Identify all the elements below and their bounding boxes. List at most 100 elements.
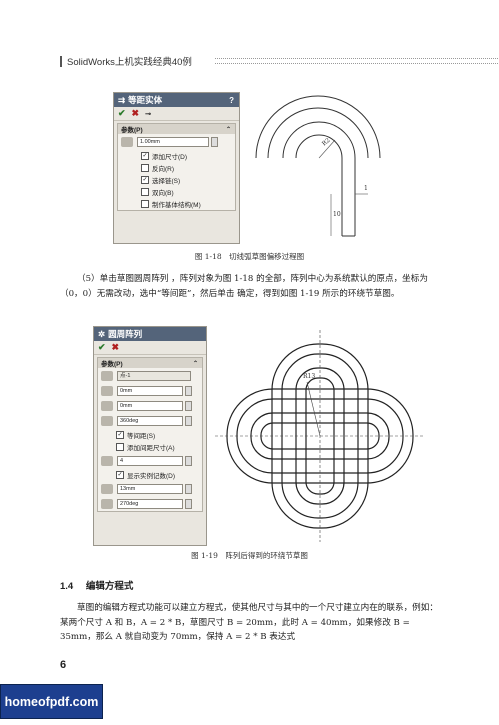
paragraph: （5）单击草图圆周阵列 ，阵列对象为图 1-18 的全部，阵列中心为系统默认的原…	[60, 274, 428, 299]
cancel-icon[interactable]: ✖	[111, 342, 120, 352]
section-header[interactable]: 参数(P) ⌃	[118, 124, 235, 134]
section-number: 1.4	[60, 581, 74, 592]
dim-r2: R2	[321, 137, 332, 148]
paragraph: 草图的编辑方程式功能可以建立方程式，使其他尺寸与其中的一个尺寸建立内在的联系，例…	[60, 603, 438, 642]
section-title: 参数(P)	[101, 361, 123, 368]
radius-leader	[318, 139, 336, 159]
option-label: 添加间距尺寸(A)	[127, 445, 175, 452]
base-construction-checkbox[interactable]	[141, 200, 149, 208]
angle-input[interactable]: 360deg	[117, 416, 183, 426]
center-point-icon	[101, 370, 113, 381]
dim-10: 10	[333, 211, 341, 218]
figure-caption: 图 1-19 阵列后得到的环绕节草图	[191, 551, 308, 560]
option-label: 显示实例记数(D)	[127, 473, 176, 480]
ok-icon[interactable]: ✔	[118, 108, 126, 118]
inner-arc	[295, 134, 343, 159]
offset-sketch-figure: R2 10 1	[255, 95, 381, 237]
middle-arc	[282, 121, 356, 159]
option-row[interactable]: ✓添加尺寸(D)	[118, 150, 235, 162]
count-input[interactable]: 4	[117, 456, 183, 466]
radius-leader	[306, 381, 321, 437]
option-row[interactable]: 制作基体结构(M)	[118, 198, 235, 210]
option-row[interactable]: ✓选择链(S)	[118, 174, 235, 186]
y-input[interactable]: 0mm	[117, 400, 183, 411]
option-row[interactable]: 双向(B)	[118, 186, 235, 198]
reverse-checkbox[interactable]	[141, 164, 149, 172]
distance-row: 1.00mm	[118, 134, 235, 150]
x-spinner[interactable]	[185, 385, 192, 396]
option-row[interactable]: ✓显示实例记数(D)	[98, 469, 202, 481]
watermark-logo[interactable]: homeofpdf.com	[0, 684, 103, 719]
panel-toolbar: ✔ ✖	[94, 341, 206, 355]
dim-r13: R13	[303, 373, 315, 380]
add-spacing-dim-checkbox[interactable]	[116, 443, 124, 451]
header-title: SolidWorks上机实践经典40例	[67, 57, 192, 68]
option-label: 等间距(S)	[127, 433, 156, 440]
radius-spinner[interactable]	[185, 484, 192, 494]
add-dim-checkbox[interactable]: ✓	[141, 152, 149, 160]
y-row: 0mm	[98, 398, 202, 413]
count-spinner[interactable]	[185, 456, 192, 466]
endless-knot-figure: R13	[215, 330, 425, 542]
radius-icon	[101, 484, 113, 494]
select-chain-checkbox[interactable]: ✓	[141, 176, 149, 184]
angle-row: 360deg	[98, 413, 202, 429]
arc-angle-spinner[interactable]	[185, 499, 192, 509]
outer-arc	[255, 95, 381, 159]
x-input[interactable]: 0mm	[117, 385, 183, 396]
option-row[interactable]: ✓等间距(S)	[98, 429, 202, 441]
x-row: 0mm	[98, 383, 202, 398]
ok-icon[interactable]: ✔	[98, 342, 106, 352]
option-row[interactable]: 添加间距尺寸(A)	[98, 441, 202, 453]
option-label: 添加尺寸(D)	[152, 154, 188, 161]
section-title: 编辑方程式	[85, 581, 134, 592]
collapse-icon[interactable]: ⌃	[225, 126, 231, 133]
y-coordinate-icon	[101, 400, 113, 411]
section-heading: 1.4 编辑方程式	[60, 578, 133, 592]
option-label: 反向(R)	[152, 166, 175, 173]
panel-toolbar: ✔ ✖ ⊸	[114, 107, 239, 121]
header-rule	[215, 58, 499, 64]
section-header[interactable]: 参数(P) ⌃	[98, 358, 202, 368]
angle-icon	[101, 416, 113, 426]
panel-title-bar: ✲ 圆周阵列	[94, 327, 206, 341]
arc-angle-input[interactable]: 270deg	[117, 499, 183, 509]
offset-entities-panel: ⇉ 等距实体 ? ✔ ✖ ⊸ 参数(P) ⌃ 1.00mm ✓添加尺寸(D) 反…	[113, 92, 240, 244]
offset-icon: ⇉	[118, 94, 126, 105]
parameters-section: 参数(P) ⌃ 点-1 0mm 0mm 360deg ✓等间距(S) 添加间距尺…	[97, 357, 203, 512]
radius-row: 13mm	[98, 481, 202, 497]
parameters-section: 参数(P) ⌃ 1.00mm ✓添加尺寸(D) 反向(R) ✓选择链(S) 双向…	[117, 123, 236, 211]
equal-spacing-checkbox[interactable]: ✓	[116, 431, 124, 439]
pattern-icon: ✲	[98, 328, 106, 339]
show-count-checkbox[interactable]: ✓	[116, 471, 124, 479]
dim-1: 1	[364, 185, 368, 192]
option-label: 制作基体结构(M)	[152, 202, 201, 209]
header-bar	[60, 55, 62, 67]
panel-title: 等距实体	[128, 95, 163, 105]
arc-angle-icon	[101, 499, 113, 509]
bidirectional-checkbox[interactable]	[141, 188, 149, 196]
figure-caption: 图 1-18 切线弧草图偏移过程图	[194, 252, 305, 261]
panel-title: 圆周阵列	[108, 329, 143, 339]
panel-title-bar: ⇉ 等距实体 ?	[114, 93, 239, 107]
arc-angle-row: 270deg	[98, 497, 202, 511]
center-row: 点-1	[98, 368, 202, 383]
help-icon[interactable]: ?	[229, 95, 234, 105]
distance-spinner[interactable]	[211, 137, 218, 147]
cancel-icon[interactable]: ✖	[131, 108, 140, 118]
option-row[interactable]: 反向(R)	[118, 162, 235, 174]
count-row: 4	[98, 453, 202, 469]
radius-input[interactable]: 13mm	[117, 484, 183, 494]
center-input[interactable]: 点-1	[117, 370, 191, 381]
page-number: 6	[60, 659, 67, 671]
pin-icon[interactable]: ⊸	[145, 110, 151, 118]
running-header: SolidWorks上机实践经典40例	[60, 54, 499, 68]
option-label: 双向(B)	[152, 190, 174, 197]
outer-arc-2	[267, 107, 369, 159]
circular-pattern-panel: ✲ 圆周阵列 ✔ ✖ 参数(P) ⌃ 点-1 0mm 0mm 360deg	[93, 326, 207, 546]
distance-input[interactable]: 1.00mm	[137, 137, 209, 147]
y-spinner[interactable]	[185, 400, 192, 411]
x-coordinate-icon	[101, 385, 113, 396]
angle-spinner[interactable]	[185, 416, 192, 426]
collapse-icon[interactable]: ⌃	[192, 360, 198, 367]
